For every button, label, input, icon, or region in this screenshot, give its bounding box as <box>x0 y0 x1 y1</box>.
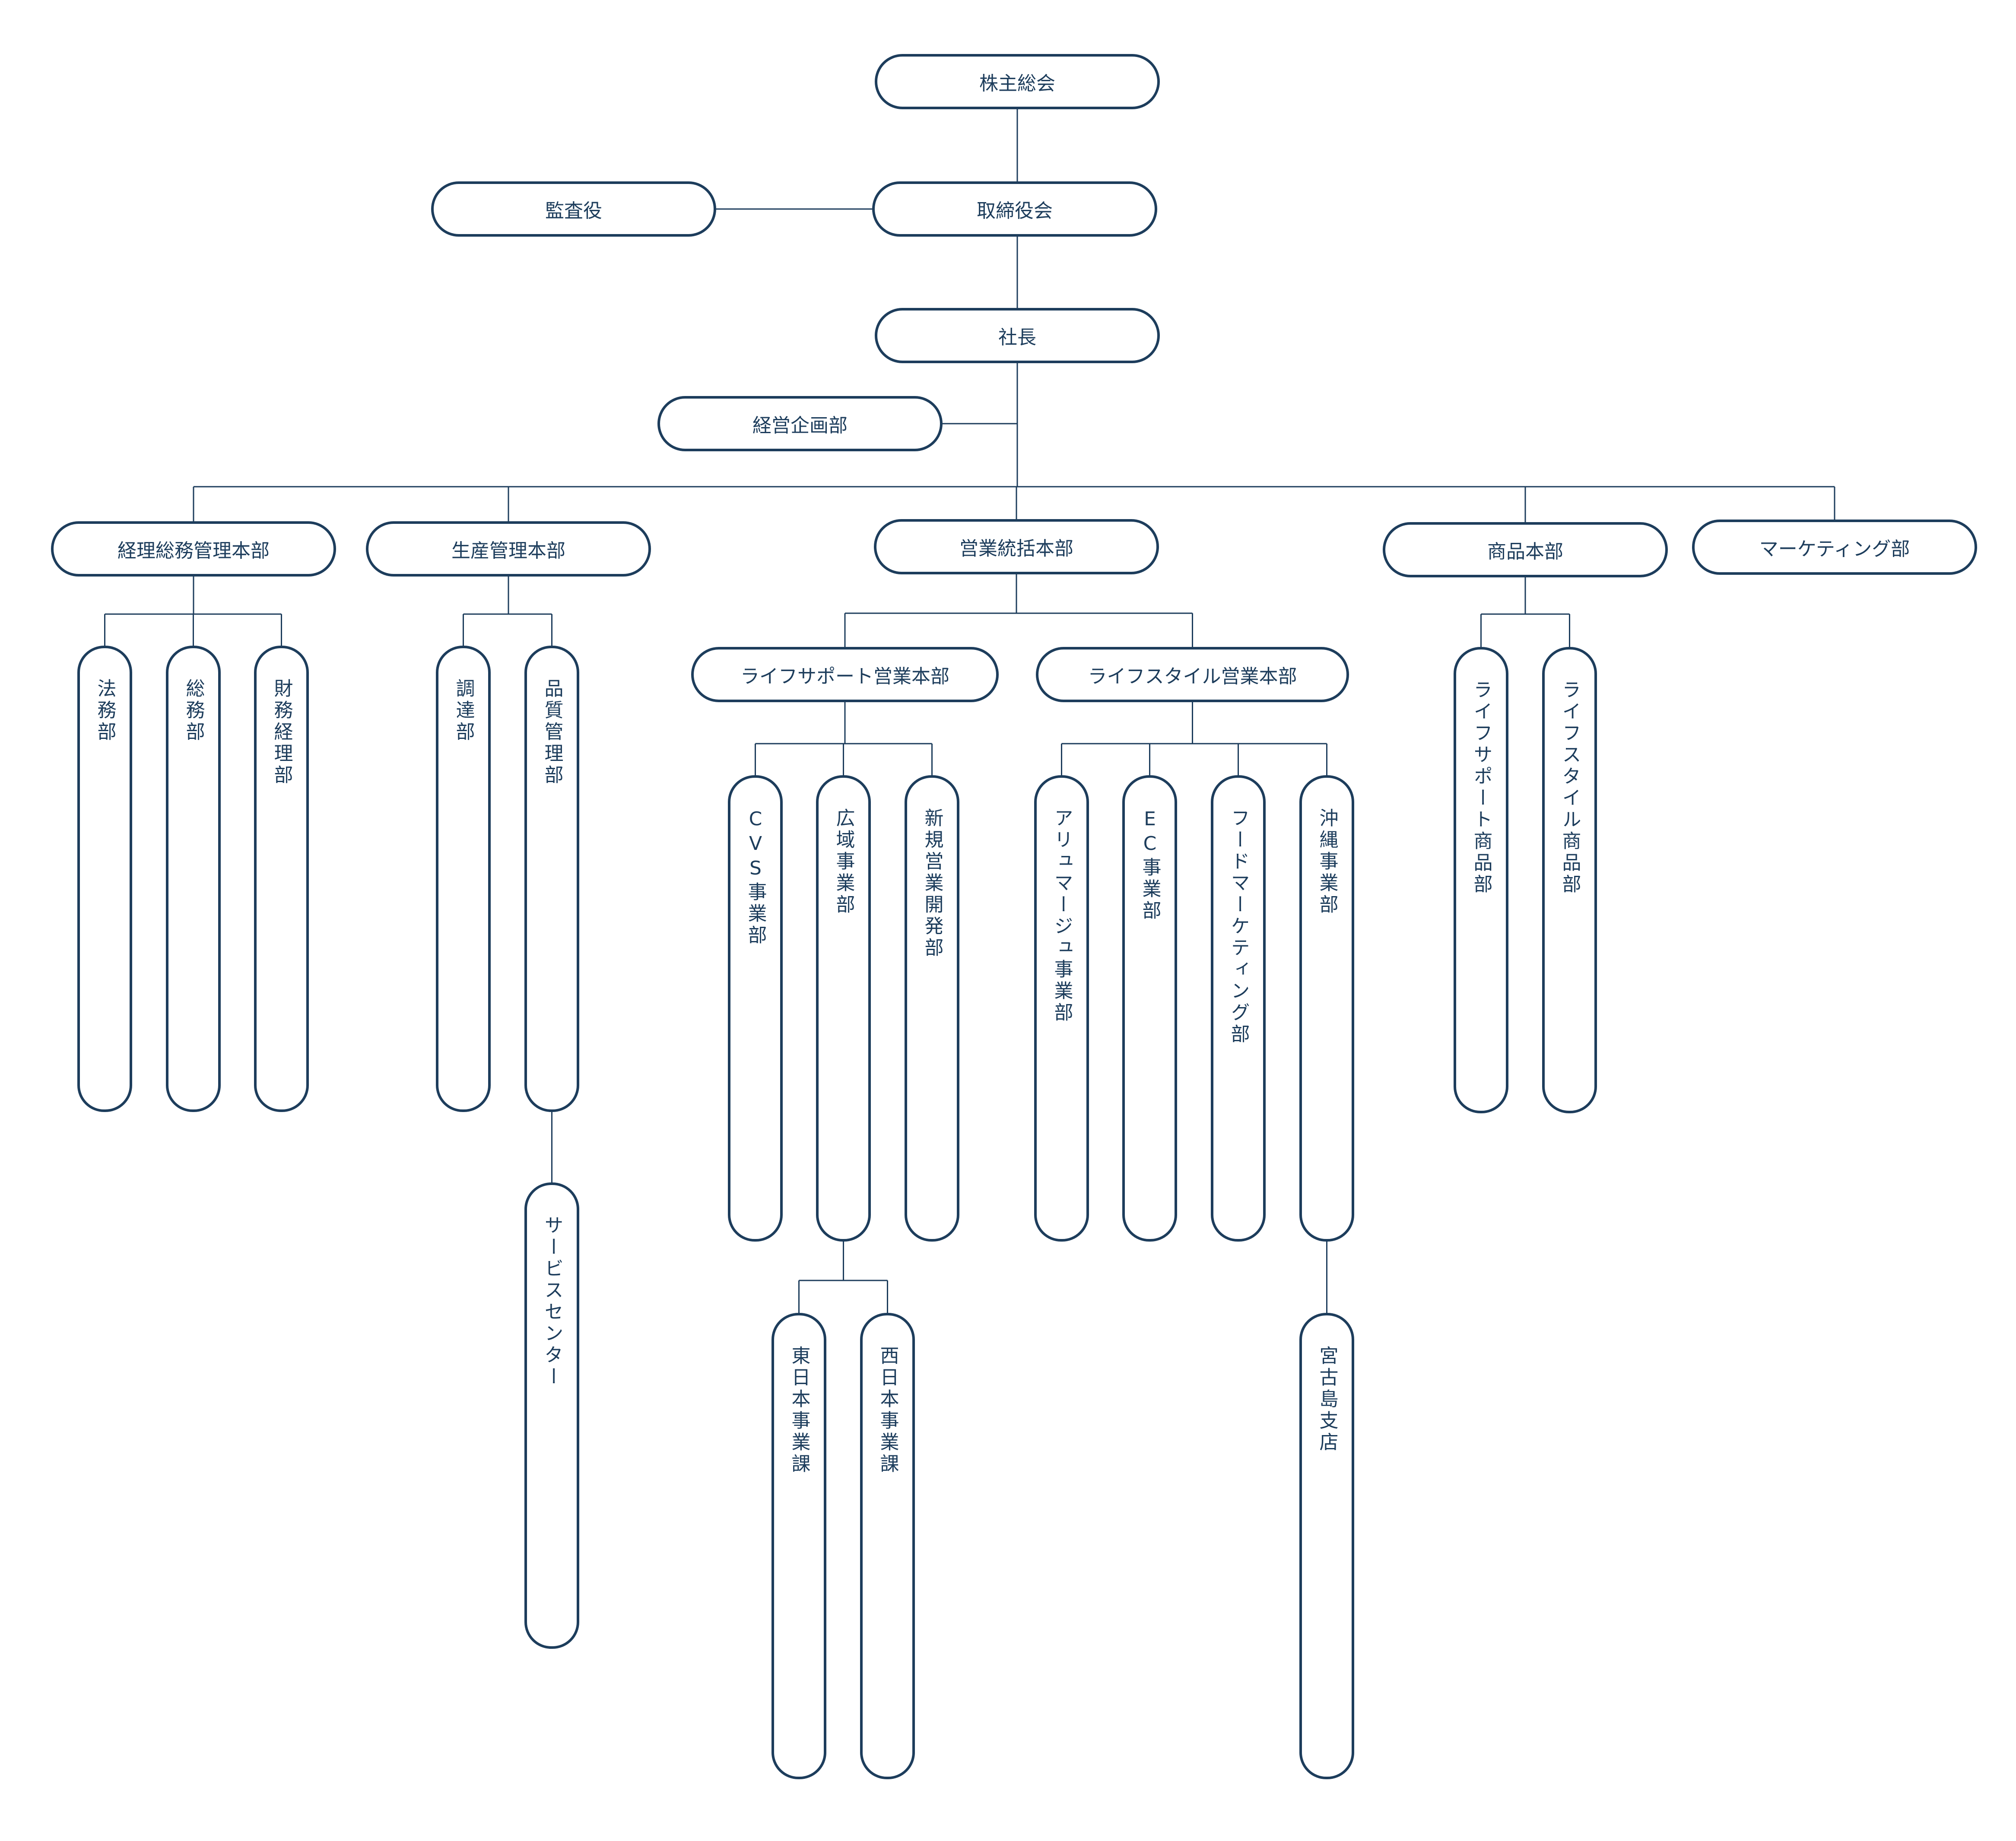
node-sales-hq: 営業統括本部 <box>874 519 1159 574</box>
node-lifestyle-sales-hq: ライフスタイル営業本部 <box>1036 647 1349 702</box>
node-east-japan-section: 東日本事業課 <box>771 1313 826 1779</box>
node-finance: 財務経理部 <box>254 646 309 1112</box>
node-ec-division: EC事業部 <box>1122 775 1177 1242</box>
node-quality-control: 品質管理部 <box>524 646 579 1112</box>
node-service-center: サービスセンター <box>524 1182 579 1649</box>
node-marketing: マーケティング部 <box>1692 520 1977 575</box>
node-new-business-development: 新規営業開発部 <box>905 775 959 1242</box>
node-cvs-division: CVS事業部 <box>728 775 783 1242</box>
node-okinawa-division: 沖縄事業部 <box>1299 775 1354 1242</box>
node-wide-area-division: 広域事業部 <box>816 775 871 1242</box>
node-lifestyle-products: ライフスタイル商品部 <box>1542 647 1597 1113</box>
node-president: 社長 <box>875 308 1160 363</box>
node-lifesupport-sales-hq: ライフサポート営業本部 <box>691 647 999 702</box>
node-miyakojima-branch: 宮古島支店 <box>1299 1313 1354 1779</box>
node-procurement: 調達部 <box>436 646 491 1112</box>
node-lifesupport-products: ライフサポート商品部 <box>1454 647 1508 1113</box>
node-food-marketing: フードマーケティング部 <box>1211 775 1266 1242</box>
node-product-hq: 商品本部 <box>1383 522 1668 577</box>
node-alumage-division: アリュマージュ事業部 <box>1034 775 1089 1242</box>
node-admin-hq: 経理総務管理本部 <box>51 521 336 577</box>
node-west-japan-section: 西日本事業課 <box>860 1313 915 1779</box>
node-general-affairs: 総務部 <box>166 646 221 1112</box>
node-corporate-planning: 経営企画部 <box>657 396 943 451</box>
node-board-of-directors: 取締役会 <box>872 181 1157 237</box>
node-auditor: 監査役 <box>431 181 716 237</box>
node-shareholders-meeting: 株主総会 <box>875 54 1160 109</box>
node-production-hq: 生産管理本部 <box>366 521 651 577</box>
node-legal: 法務部 <box>77 646 132 1112</box>
